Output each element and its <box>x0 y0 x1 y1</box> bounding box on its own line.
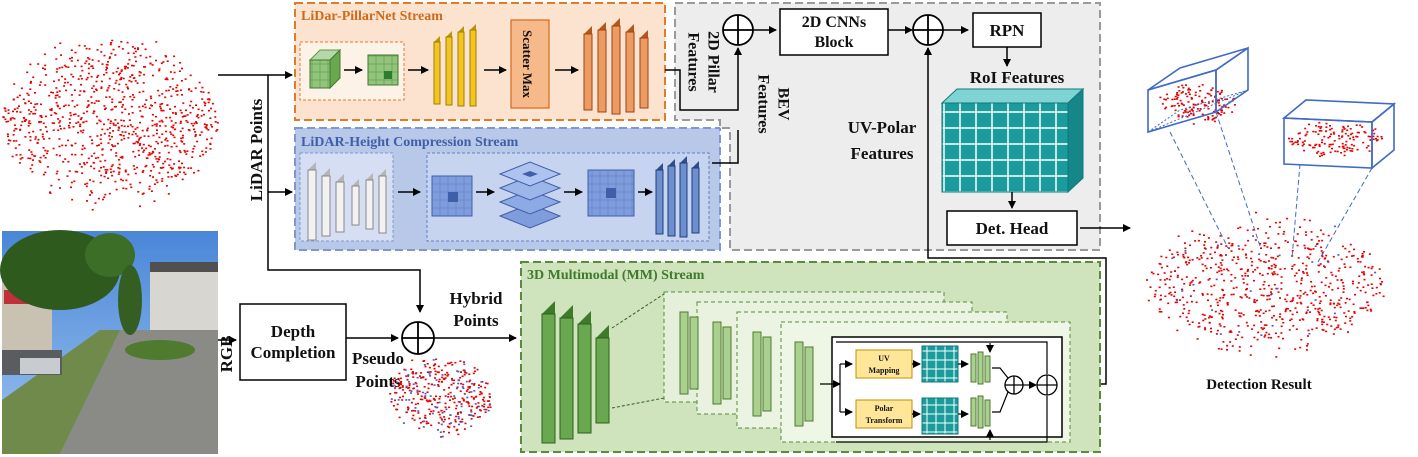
voxel-volume-icon <box>431 175 473 217</box>
mm-inner-fusion-node <box>1004 375 1024 395</box>
det-head-label: Det. Head <box>976 219 1049 238</box>
height-backbone-layers <box>655 156 700 238</box>
hybrid-fusion-node <box>401 321 435 355</box>
det-head-block: Det. Head <box>946 210 1078 246</box>
pillarnet-stream: LiDar-PillarNet Stream Scatter Max <box>294 2 666 121</box>
pseudo-points-label-2: Points <box>355 372 401 391</box>
pseudo-points-label-1: Pseudo <box>352 349 404 368</box>
detected-car-box-1 <box>1147 46 1249 134</box>
multimodal-stream: 3D Multimodal (MM) Stream <box>520 261 1101 453</box>
polar-feature-grid <box>921 397 959 435</box>
lidar-points-label: LiDAR Points <box>247 98 266 201</box>
uvpolar-features-label-2: Features <box>851 144 914 163</box>
detected-car-box-2 <box>1281 99 1397 170</box>
mm-sub-layers <box>679 311 814 427</box>
pillar-encoder-layers <box>433 24 477 107</box>
2d-cnns-block: 2D CNNs Block <box>779 8 889 56</box>
scatter-max-block <box>510 19 550 109</box>
roi-features-cube <box>940 87 1085 194</box>
detection-result-image <box>1146 84 1385 358</box>
uvpolar-small-layers <box>970 351 991 429</box>
pillar-backbone-layers <box>583 18 649 115</box>
uvpolar-features-label-1: UV-Polar <box>848 118 917 137</box>
depth-completion-block: Depth Completion <box>239 303 347 381</box>
rgb-camera-image <box>0 230 218 454</box>
pillar-features-label-1: 2D Pillar <box>704 31 721 93</box>
mm-backbone-layers <box>541 301 610 444</box>
hybrid-points-label-1: Hybrid <box>450 289 503 308</box>
polar-transform-label-1: Polar <box>875 404 894 413</box>
uv-mapping-label-1: UV <box>878 354 890 363</box>
polar-transform-block: Polar Transform <box>855 399 913 429</box>
polar-transform-label-2: Transform <box>866 416 903 425</box>
uv-mapping-block: UV Mapping <box>855 349 913 379</box>
detection-result-label: Detection Result <box>1206 377 1311 393</box>
roi-features-label: RoI Features <box>970 68 1065 87</box>
bev-features-label-1: BEV <box>774 88 791 121</box>
lidar-to-mm-arrow <box>218 74 424 313</box>
height-slices-icon <box>498 161 562 229</box>
pillarnet-stream-title: LiDar-PillarNet Stream <box>301 9 443 24</box>
pseudo-point-cloud-image <box>389 358 492 438</box>
height-to-fusion-arrow <box>712 130 739 164</box>
bev-map-icon <box>587 169 635 217</box>
rpn-label: RPN <box>990 21 1026 40</box>
mm-stream-title: 3D Multimodal (MM) Stream <box>527 268 705 283</box>
depth-label-2: Completion <box>251 343 337 362</box>
height-encoder-layers <box>307 162 387 241</box>
lidar-point-cloud-image <box>2 39 219 211</box>
mm-outer-fusion-node <box>1036 374 1058 396</box>
height-compression-stream: LiDAR-Height Compression Stream <box>294 127 721 251</box>
bev-features-label-2: Features <box>754 74 771 133</box>
pillar-to-fusion-arrow <box>665 47 742 111</box>
cnn-label-2: Block <box>814 34 853 51</box>
rgb-label: RGB <box>217 336 236 373</box>
pillar-features-label-2: Features <box>684 32 701 91</box>
depth-label-1: Depth <box>271 322 316 341</box>
uvpolar-fusion-node <box>912 14 944 46</box>
uv-feature-grid <box>921 345 959 383</box>
bev-fusion-node <box>722 14 754 46</box>
scatter-max-label: Scatter Max <box>520 30 535 98</box>
cnn-label-1: 2D CNNs <box>802 14 866 31</box>
height-stream-title: LiDAR-Height Compression Stream <box>301 135 519 150</box>
hybrid-points-label-2: Points <box>453 311 499 330</box>
pillar-grid-icon <box>367 54 399 86</box>
uv-mapping-label-2: Mapping <box>868 366 899 375</box>
rpn-block: RPN <box>972 12 1042 48</box>
voxel-cube-icon <box>308 48 342 90</box>
